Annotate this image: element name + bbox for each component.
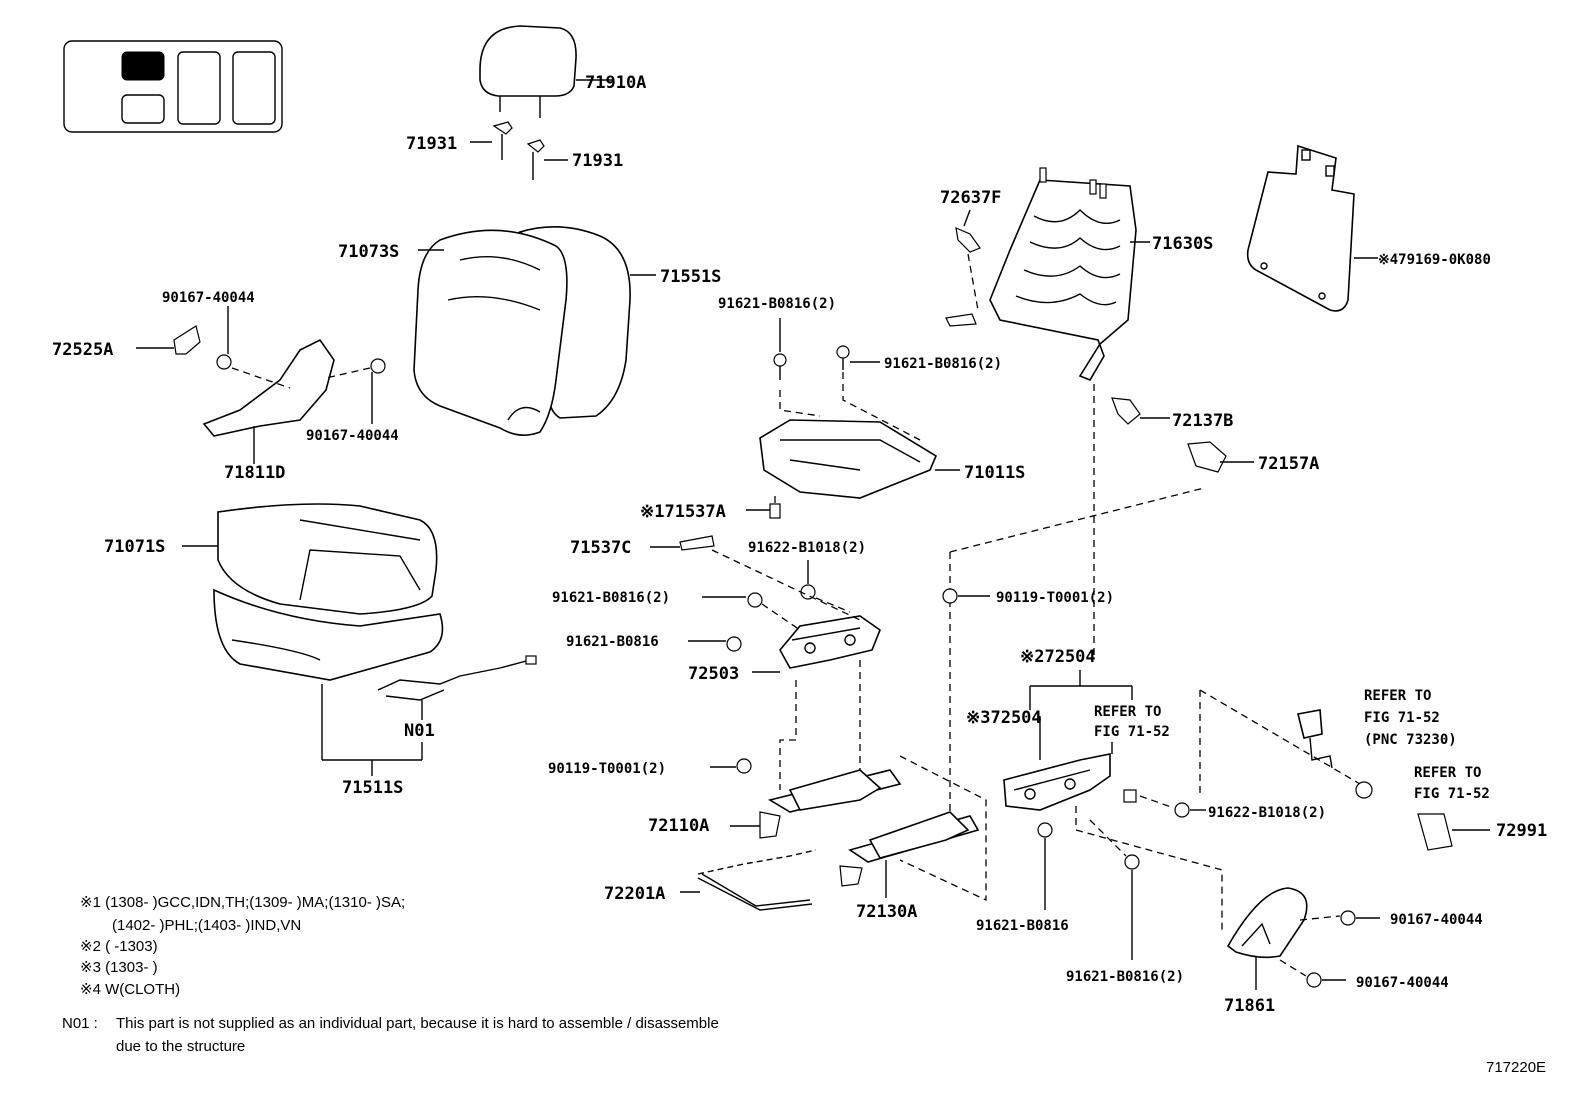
mat-illustration (1246, 144, 1378, 312)
label-71537A[interactable]: ※171537A (640, 502, 726, 522)
label-71011S[interactable]: 71011S (964, 463, 1025, 483)
footnote-1a: ※1 (1308- )GCC,IDN,TH;(1309- )MA;(1310- … (80, 894, 405, 911)
label-91621-top1[interactable]: 91621-B0816(2) (718, 296, 836, 312)
wire-72201A-illustration (680, 849, 817, 911)
label-72201A[interactable]: 72201A (604, 884, 665, 904)
label-N01[interactable]: N01 (404, 721, 435, 741)
label-91622-mid[interactable]: 91622-B1018(2) (748, 540, 866, 556)
label-71811D[interactable]: 71811D (224, 463, 285, 483)
recliner-adjuster-illustration (1003, 670, 1361, 960)
label-91621-bot2[interactable]: 91621-B0816(2) (1066, 969, 1184, 985)
seat-locator-selected (121, 51, 165, 81)
footnote-4: ※4 W(CLOTH) (80, 981, 180, 998)
label-72525A[interactable]: 72525A (52, 340, 113, 360)
label-72504-3[interactable]: ※372504 (966, 708, 1042, 728)
label-72991[interactable]: 72991 (1496, 821, 1547, 841)
label-71537C[interactable]: 71537C (570, 538, 631, 558)
part-labels: 71910A 71931 71931 71073S 71551S 90167-4… (52, 73, 1547, 1016)
footnote-n01-line2: due to the structure (116, 1038, 245, 1055)
seat-track-outer-illustration (839, 487, 1205, 902)
label-72130A[interactable]: 72130A (856, 902, 917, 922)
height-adjuster-illustration (650, 535, 881, 673)
seatbelt-buckle-illustration (1297, 709, 1490, 851)
label-90167-d[interactable]: 90167-40044 (1356, 975, 1449, 991)
label-72504-2[interactable]: ※272504 (1020, 647, 1096, 667)
diagram-id: 717220E (1486, 1059, 1546, 1076)
label-91621-bot1[interactable]: 91621-B0816 (976, 918, 1069, 934)
recliner-cover-illustration (136, 306, 386, 464)
label-90167-b[interactable]: 90167-40044 (306, 428, 399, 444)
seat-track-inner-illustration (710, 660, 902, 839)
label-refer3-a[interactable]: REFER TO (1414, 765, 1481, 781)
label-refer2-a[interactable]: REFER TO (1364, 688, 1431, 704)
footnote-2: ※2 ( -1303) (80, 938, 158, 955)
label-71630S[interactable]: 71630S (1152, 234, 1213, 254)
label-71931-a[interactable]: 71931 (406, 134, 457, 154)
seat-locator-icon (63, 40, 283, 133)
label-refer3-b[interactable]: FIG 71-52 (1414, 786, 1490, 802)
label-91622-right[interactable]: 91622-B1018(2) (1208, 805, 1326, 821)
label-90119-left[interactable]: 90119-T0001(2) (548, 761, 666, 777)
label-71071S[interactable]: 71071S (104, 537, 165, 557)
label-refer2-b[interactable]: FIG 71-52 (1364, 710, 1440, 726)
label-71910A[interactable]: 71910A (585, 73, 646, 93)
label-72503[interactable]: 72503 (688, 664, 739, 684)
label-refer2-c[interactable]: (PNC 73230) (1364, 732, 1457, 748)
footnote-1b: (1402- )PHL;(1403- )IND,VN (112, 917, 301, 934)
label-90167-c[interactable]: 90167-40044 (1390, 912, 1483, 928)
headrest-guide-illustration (470, 121, 568, 180)
label-91621-top2[interactable]: 91621-B0816(2) (884, 356, 1002, 372)
footnote-n01-key: N01 : (62, 1015, 98, 1032)
seatback-cover-illustration (413, 226, 656, 436)
label-72157A[interactable]: 72157A (1258, 454, 1319, 474)
label-71551S[interactable]: 71551S (660, 267, 721, 287)
label-71931-b[interactable]: 71931 (572, 151, 623, 171)
label-91621-mid[interactable]: 91621-B0816(2) (552, 590, 670, 606)
label-72637F[interactable]: 72637F (940, 188, 1001, 208)
footnote-n01-line1: This part is not supplied as an individu… (116, 1015, 719, 1032)
headrest-illustration (479, 25, 612, 118)
label-91621-single[interactable]: 91621-B0816 (566, 634, 659, 650)
label-90167-a[interactable]: 90167-40044 (162, 290, 255, 306)
seat-cushion-illustration (182, 503, 444, 681)
label-71861[interactable]: 71861 (1224, 996, 1275, 1016)
label-71073S[interactable]: 71073S (338, 242, 399, 262)
label-refer1-b[interactable]: FIG 71-52 (1094, 724, 1170, 740)
seatback-frame-illustration (945, 167, 1254, 660)
label-72110A[interactable]: 72110A (648, 816, 709, 836)
wire-harness-illustration (321, 655, 537, 776)
label-90119-mid[interactable]: 90119-T0001(2) (996, 590, 1114, 606)
label-72137B[interactable]: 72137B (1172, 411, 1233, 431)
cushion-frame-illustration (746, 318, 960, 519)
label-refer1-a[interactable]: REFER TO (1094, 704, 1161, 720)
footnotes: ※1 (1308- )GCC,IDN,TH;(1309- )MA;(1310- … (62, 894, 719, 1055)
recliner-cover-right-illustration (1226, 887, 1380, 990)
label-479169[interactable]: ※479169-0K080 (1378, 252, 1491, 268)
label-71511S[interactable]: 71511S (342, 778, 403, 798)
footnote-3: ※3 (1303- ) (80, 959, 158, 976)
